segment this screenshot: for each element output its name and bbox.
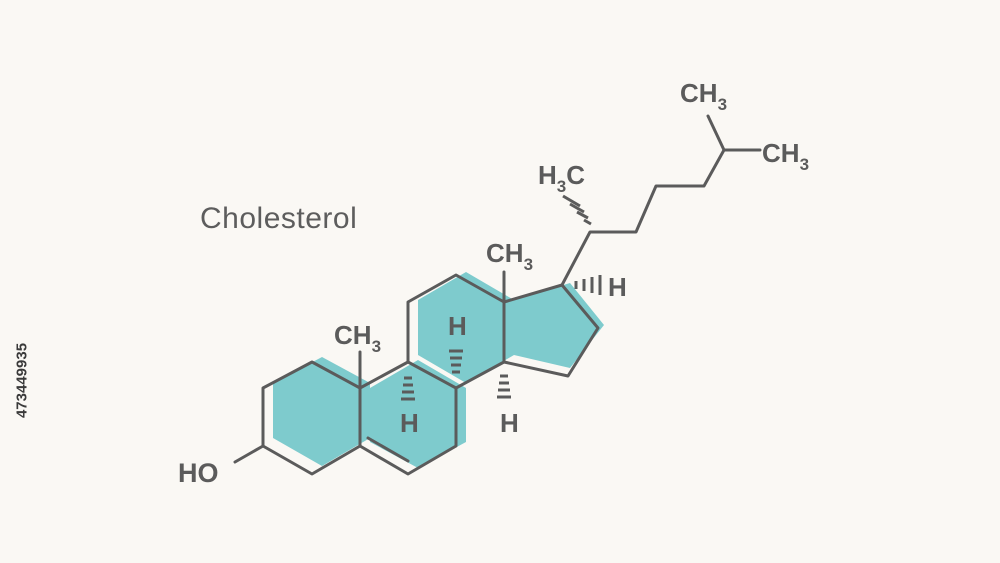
methyl-top-label: CH3 <box>680 78 727 114</box>
hydrogen-c14-label: H <box>500 408 519 438</box>
hydrogen-c17-label: H <box>608 272 627 302</box>
hydrogen-c9-label: H <box>400 408 419 438</box>
methyl-right-label: CH3 <box>762 138 809 174</box>
hydroxyl-label: HO <box>178 458 219 488</box>
wedge-c8-h <box>449 349 463 374</box>
wedge-c20-methyl <box>562 194 592 226</box>
molecule-title: Cholesterol <box>200 202 358 235</box>
wedge-c17-h <box>574 275 602 295</box>
bond-c3-oh <box>233 444 265 464</box>
ring-highlights <box>273 272 604 468</box>
bond-isopropyl-up <box>706 114 726 152</box>
hydrogen-c8-label: H <box>448 311 467 341</box>
ring-b-bonds <box>358 360 458 476</box>
wedge-c9-h <box>401 376 415 401</box>
wedge-c14-h <box>497 374 511 399</box>
bond-skeleton <box>233 114 762 476</box>
methyl-c10-label: CH3 <box>334 320 381 356</box>
side-chain-bonds <box>560 148 762 287</box>
hashed-wedges <box>401 194 602 401</box>
methyl-c13-label: CH3 <box>486 238 533 274</box>
ring-d-bonds <box>502 283 600 378</box>
ring-c-fill <box>418 272 514 383</box>
ring-d-fill <box>514 283 604 368</box>
ring-b-fill <box>370 360 466 468</box>
ring-c-bonds <box>406 273 506 390</box>
ring-a-fill <box>273 357 370 466</box>
double-bond-c5-c6 <box>366 436 410 463</box>
methyl-c20-label: H3C <box>538 160 585 196</box>
